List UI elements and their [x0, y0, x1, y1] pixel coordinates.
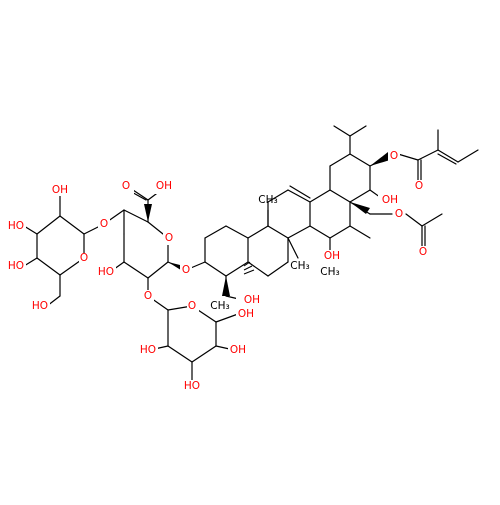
- label-c15-oh: OH: [324, 250, 340, 262]
- label-ring-o-glc2: O: [188, 300, 196, 312]
- label-carbonyl-o-acetate: O: [419, 246, 427, 258]
- label-ring-o-glca: O: [165, 232, 173, 244]
- label-glc2-oh-1: HO: [140, 344, 156, 356]
- label-ester-o-angelate: O: [390, 150, 398, 162]
- label-glc1-oh-left: HO: [8, 220, 24, 232]
- stereo-marks: [144, 152, 390, 296]
- label-me-25: CH₃: [258, 194, 277, 206]
- label-acid-o: O: [122, 180, 130, 192]
- glucuronic-acid-ring: [109, 187, 206, 297]
- label-me-24: CH₃: [210, 300, 229, 312]
- label-glc1-oh-mid: HO: [8, 260, 24, 272]
- label-glc1-ch2oh: HO: [32, 300, 48, 312]
- label-me-26: CH₃: [290, 260, 309, 272]
- label-ring-o-glc1: O: [80, 252, 88, 264]
- angelate-ester: [397, 129, 479, 181]
- aglycone-ring-d: [309, 189, 371, 239]
- label-glc2-oh-3: HO: [184, 380, 200, 392]
- label-c21-oh: OH: [382, 194, 398, 206]
- label-cooh-oh: OH: [156, 180, 172, 192]
- atom-labels: OH O O O O O O O HO OH HO HO HO HO OH HO…: [6, 150, 429, 392]
- aglycone-ring-c: [267, 185, 311, 259]
- aglycone-ring-e: [329, 125, 391, 203]
- acetoxymethyl-group: [329, 201, 443, 251]
- label-glca-oh: HO: [98, 266, 114, 278]
- label-me-27: CH₃: [320, 266, 339, 278]
- label-glc2-ch2oh: OH: [238, 308, 254, 320]
- label-glycosidic-o-2: O: [144, 290, 152, 302]
- label-glycosidic-o-3: O: [182, 264, 190, 276]
- label-glc1-oh-top: OH: [52, 184, 68, 196]
- label-glc2-oh-2: OH: [230, 344, 246, 356]
- label-glycosidic-o-4: O: [100, 218, 108, 230]
- glucose-bottom-ring: [147, 295, 239, 383]
- glucose-left-ring: [23, 195, 125, 307]
- label-c23-oh: OH: [244, 294, 260, 306]
- label-carbonyl-o-angelate: O: [415, 180, 423, 192]
- label-ester-o-acetate: O: [395, 208, 403, 220]
